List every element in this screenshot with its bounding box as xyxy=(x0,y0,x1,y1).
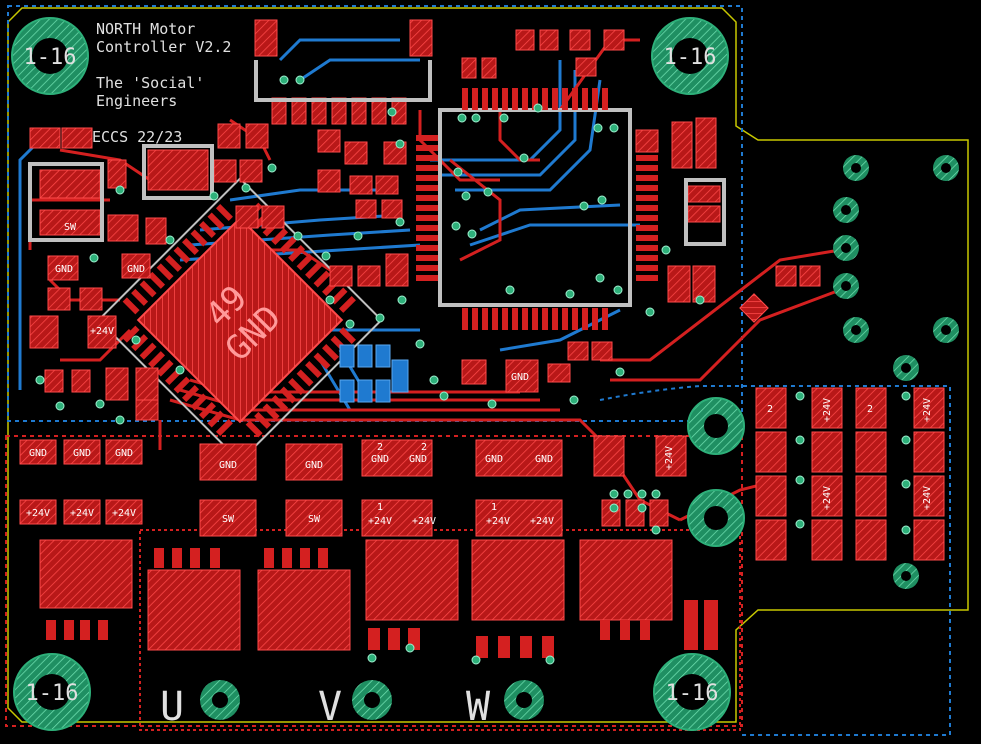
net-label-gnd: GND xyxy=(127,264,145,275)
net-label-pad2: 2 xyxy=(867,404,873,415)
net-label-pad2: 2 xyxy=(421,442,427,453)
power-pour-outline xyxy=(599,385,951,736)
net-label-v24: +24V xyxy=(70,508,94,519)
net-label-pad2: 2 xyxy=(767,404,773,415)
phase-label-u: U xyxy=(160,684,184,730)
mount-hole-tr xyxy=(651,17,729,95)
mount-hole-label-bl: 1-16 xyxy=(26,681,79,706)
net-label-sw: SW xyxy=(64,222,77,233)
title-block: NORTH Motor Controller V2.2 The 'Social'… xyxy=(92,20,231,146)
mount-hole-label-br: 1-16 xyxy=(666,681,719,706)
net-label-pad1: 1 xyxy=(491,502,497,513)
mcu-right-pads xyxy=(636,135,658,281)
mount-hole-br xyxy=(653,653,731,731)
net-label-gnd: GND xyxy=(485,454,503,465)
net-labels: GND GND GND GND GND GND GND GND GND GND … xyxy=(26,222,873,527)
net-label-v24: +24V xyxy=(530,516,554,527)
mosfet-row-1 xyxy=(19,439,563,537)
net-label-gnd: GND xyxy=(409,454,427,465)
vias xyxy=(35,75,911,665)
net-label-v24: +24V xyxy=(922,398,933,422)
net-label-gnd: GND xyxy=(115,448,133,459)
mounting-holes: 1-16 1-16 1-16 1-16 xyxy=(11,17,731,731)
net-label-v24: +24V xyxy=(822,398,833,422)
net-label-pad2: 2 xyxy=(377,442,383,453)
bottom-side-components xyxy=(339,344,409,403)
top-pour-outline xyxy=(5,435,743,727)
mount-hole-label-tl: 1-16 xyxy=(24,45,77,70)
net-label-v24: +24V xyxy=(664,446,675,470)
net-label-gnd: GND xyxy=(371,454,389,465)
mount-hole-tl xyxy=(11,17,89,95)
capacitor-bank xyxy=(593,387,945,561)
net-label-v24: +24V xyxy=(90,326,114,337)
phase-label-v: V xyxy=(318,684,342,730)
net-label-gnd: GND xyxy=(511,372,529,383)
phase-label-w: W xyxy=(466,684,491,730)
net-label-pad1: 1 xyxy=(377,502,383,513)
net-label-gnd: GND xyxy=(305,460,323,471)
net-label-v24: +24V xyxy=(412,516,436,527)
mount-hole-bl xyxy=(13,653,91,731)
title-line-2: Controller V2.2 xyxy=(96,38,231,56)
title-line-4: Engineers xyxy=(96,92,177,110)
net-label-v24: +24V xyxy=(486,516,510,527)
net-label-v24: +24V xyxy=(112,508,136,519)
output-zone-outline xyxy=(139,529,741,731)
mosfet-row-2 xyxy=(39,539,673,651)
net-label-sw: SW xyxy=(308,514,321,525)
title-line-1: NORTH Motor xyxy=(96,20,195,38)
net-label-v24: +24V xyxy=(26,508,50,519)
header-pins xyxy=(833,155,959,589)
title-line-5: ECCS 22/23 xyxy=(92,128,182,146)
cap-bank-labels: +24V +24V +24V +24V +24V xyxy=(664,398,933,510)
net-label-v24: +24V xyxy=(922,486,933,510)
net-label-gnd: GND xyxy=(73,448,91,459)
net-label-gnd: GND xyxy=(55,264,73,275)
title-line-3: The 'Social' xyxy=(96,74,204,92)
mcu-left-pads xyxy=(416,135,438,281)
net-label-v24: +24V xyxy=(368,516,392,527)
net-label-gnd: GND xyxy=(535,454,553,465)
net-label-gnd: GND xyxy=(29,448,47,459)
phase-markers: U V W xyxy=(160,684,491,730)
mcu-top-pads xyxy=(462,88,608,110)
connector-outlines xyxy=(28,60,726,246)
mcu-bottom-pads xyxy=(462,308,608,330)
smd-components-top xyxy=(29,19,821,421)
mount-hole-label-tr: 1-16 xyxy=(664,45,717,70)
net-label-gnd: GND xyxy=(219,460,237,471)
net-label-sw: SW xyxy=(222,514,235,525)
power-terminal-holes xyxy=(200,397,745,720)
net-label-v24: +24V xyxy=(822,486,833,510)
